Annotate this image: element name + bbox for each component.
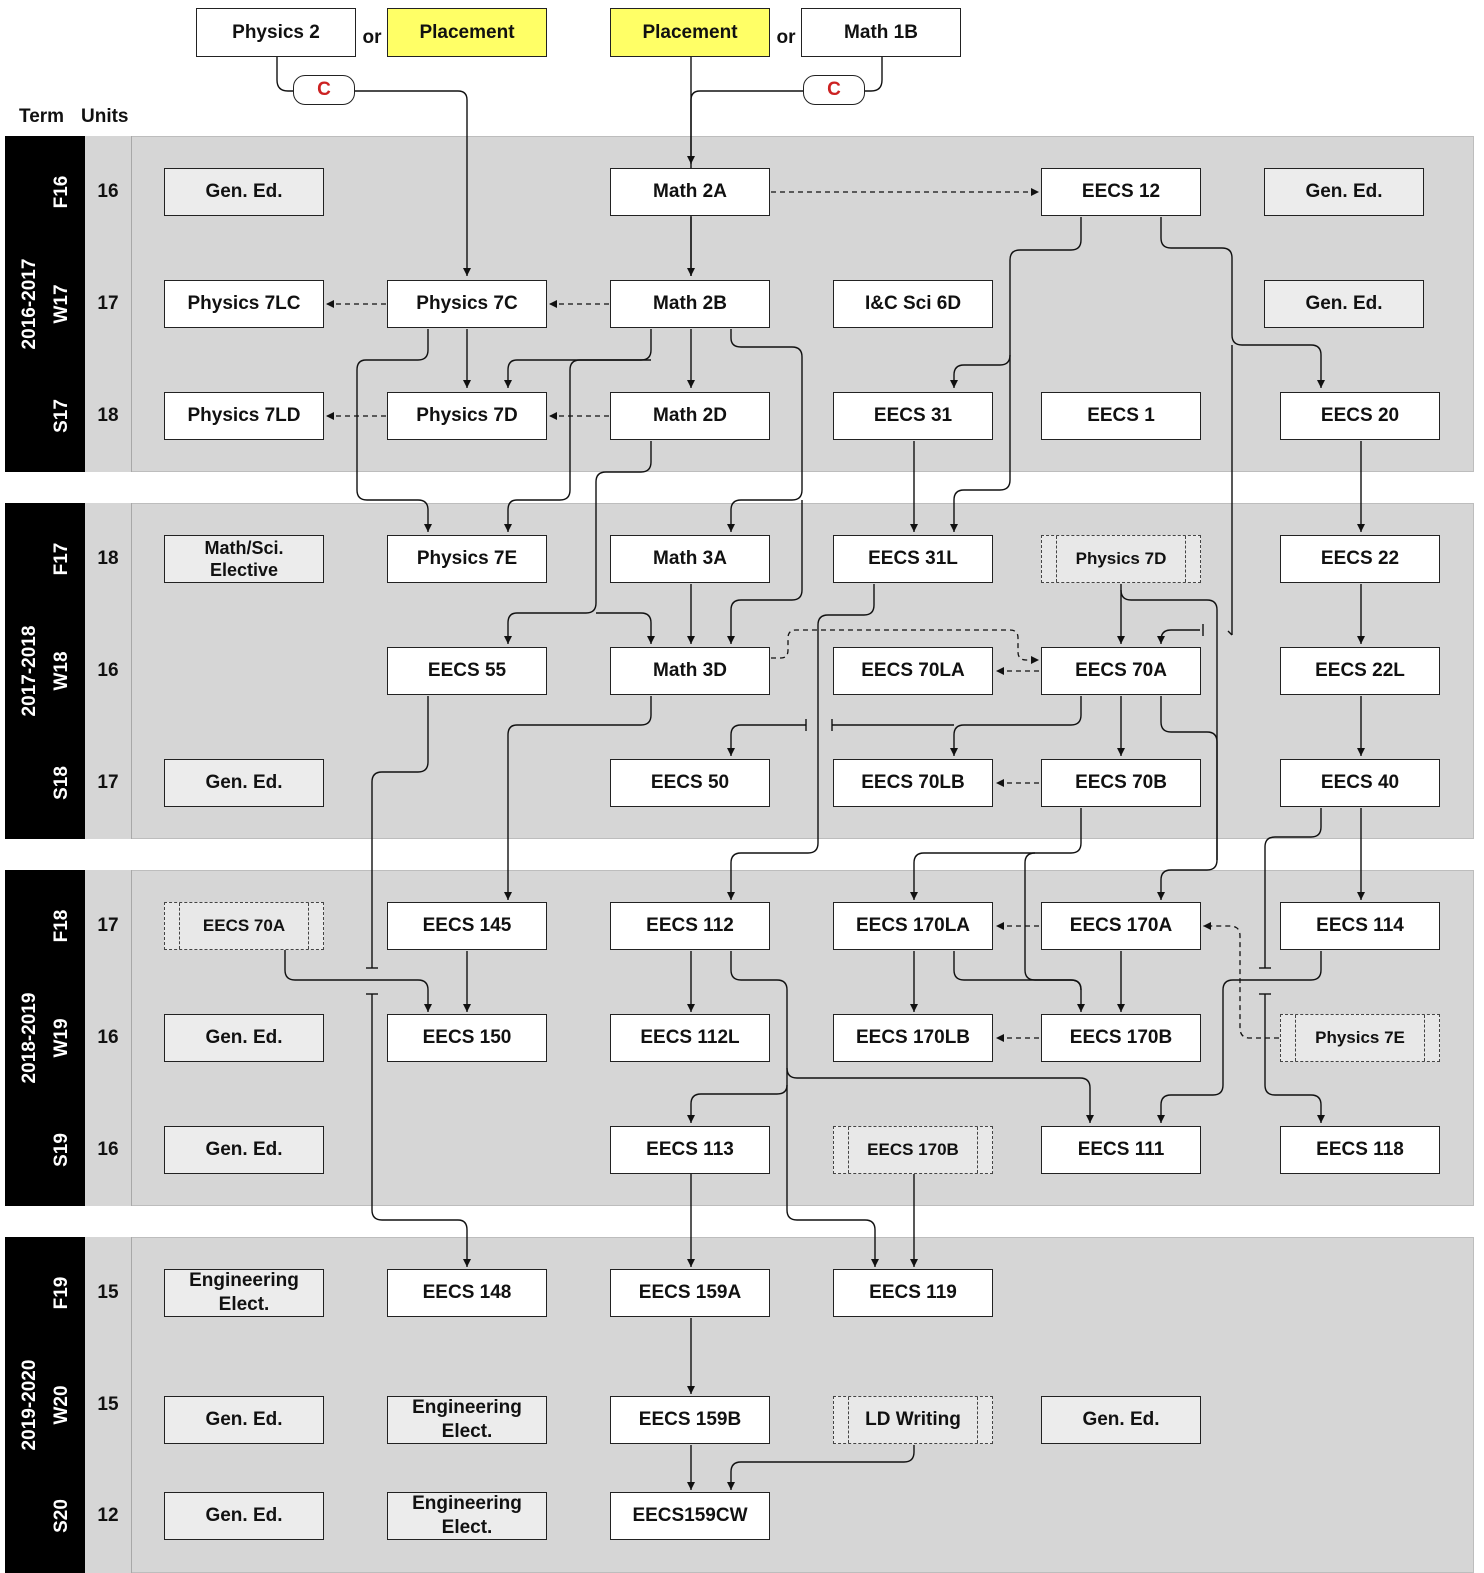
course-eecs-70a: EECS 70A (1041, 647, 1201, 695)
prereq-physics-2: Physics 2 (196, 8, 356, 57)
course-gen-ed: Gen. Ed. (1264, 168, 1424, 216)
course-physics-7d: Physics 7D (387, 392, 547, 440)
units-column-4 (85, 1237, 132, 1573)
year-bar-3 (5, 870, 85, 1206)
course-eecs-159a: EECS 159A (610, 1269, 770, 1317)
year-bar-4 (5, 1237, 85, 1573)
course-eecs-112: EECS 112 (610, 902, 770, 950)
course-eecs-150: EECS 150 (387, 1014, 547, 1062)
course-eecs-12: EECS 12 (1041, 168, 1201, 216)
course-eecs-114: EECS 114 (1280, 902, 1440, 950)
course-math-3d: Math 3D (610, 647, 770, 695)
course-eecs-170la: EECS 170LA (833, 902, 993, 950)
course-eecs-159b: EECS 159B (610, 1396, 770, 1444)
units-value: 16 (97, 660, 119, 681)
course-gen-ed: Gen. Ed. (164, 759, 324, 807)
course-ld-writing: LD Writing (833, 1396, 993, 1444)
units-value: 17 (97, 915, 119, 936)
course-eecs-55: EECS 55 (387, 647, 547, 695)
units-value: 17 (97, 772, 119, 793)
course-eecs-70lb: EECS 70LB (833, 759, 993, 807)
or-label: or (362, 27, 382, 48)
course-eecs-170b-concurrent: EECS 170B (833, 1126, 993, 1174)
course-eecs-170lb: EECS 170LB (833, 1014, 993, 1062)
units-value: 18 (97, 548, 119, 569)
units-value: 16 (97, 1027, 119, 1048)
course-eecs-118: EECS 118 (1280, 1126, 1440, 1174)
course-eecs-112l: EECS 112L (610, 1014, 770, 1062)
course-eecs-119: EECS 119 (833, 1269, 993, 1317)
units-column-1 (85, 136, 132, 472)
course-eecs-70la: EECS 70LA (833, 647, 993, 695)
year-band-4 (131, 1237, 1474, 1573)
units-value: 16 (97, 1139, 119, 1160)
course-physics-7c: Physics 7C (387, 280, 547, 328)
course-math-2b: Math 2B (610, 280, 770, 328)
units-value: 18 (97, 405, 119, 426)
course-gen-ed: Gen. Ed. (164, 1492, 324, 1540)
grade-c-label: C (803, 75, 865, 105)
course-math-2a: Math 2A (610, 168, 770, 216)
units-column-3 (85, 870, 132, 1206)
year-bar-2 (5, 503, 85, 839)
units-column-2 (85, 503, 132, 839)
course-eecs-31l: EECS 31L (833, 535, 993, 583)
course-eecs-22l: EECS 22L (1280, 647, 1440, 695)
course-physics-7e: Physics 7E (387, 535, 547, 583)
course-eecs-113: EECS 113 (610, 1126, 770, 1174)
units-value: 12 (97, 1505, 119, 1526)
course-physics-7e-concurrent: Physics 7E (1280, 1014, 1440, 1062)
course-physics-7lc: Physics 7LC (164, 280, 324, 328)
year-bar-1 (5, 136, 85, 472)
course-gen-ed: Gen. Ed. (1041, 1396, 1201, 1444)
course-gen-ed: Gen. Ed. (164, 1126, 324, 1174)
course-eecs-111: EECS 111 (1041, 1126, 1201, 1174)
units-value: 17 (97, 293, 119, 314)
units-header: Units (81, 106, 129, 127)
prereq-math-1b: Math 1B (801, 8, 961, 57)
course-gen-ed: Gen. Ed. (164, 168, 324, 216)
course-eecs-170b: EECS 170B (1041, 1014, 1201, 1062)
course-math-3a: Math 3A (610, 535, 770, 583)
course-engineering-elective: Engineering Elect. (164, 1269, 324, 1317)
course-eecs-159cw: EECS159CW (610, 1492, 770, 1540)
placement-box: Placement (387, 8, 547, 57)
course-physics-7ld: Physics 7LD (164, 392, 324, 440)
course-eecs-1: EECS 1 (1041, 392, 1201, 440)
course-gen-ed: Gen. Ed. (1264, 280, 1424, 328)
or-label: or (776, 27, 796, 48)
course-eecs-20: EECS 20 (1280, 392, 1440, 440)
course-engineering-elective: Engineering Elect. (387, 1396, 547, 1444)
course-eecs-145: EECS 145 (387, 902, 547, 950)
course-eecs-50: EECS 50 (610, 759, 770, 807)
course-math-2d: Math 2D (610, 392, 770, 440)
course-eecs-70a-concurrent: EECS 70A (164, 902, 324, 950)
course-eecs-40: EECS 40 (1280, 759, 1440, 807)
term-header: Term (19, 106, 65, 127)
units-value: 15 (97, 1394, 119, 1415)
course-gen-ed: Gen. Ed. (164, 1014, 324, 1062)
units-value: 16 (97, 181, 119, 202)
grade-c-label: C (293, 75, 355, 105)
course-eecs-70b: EECS 70B (1041, 759, 1201, 807)
course-engineering-elective: Engineering Elect. (387, 1492, 547, 1540)
course-math-sci-elective: Math/Sci. Elective (164, 535, 324, 583)
course-eecs-22: EECS 22 (1280, 535, 1440, 583)
course-eecs-31: EECS 31 (833, 392, 993, 440)
course-eecs-170a: EECS 170A (1041, 902, 1201, 950)
course-gen-ed: Gen. Ed. (164, 1396, 324, 1444)
course-ics-6d: I&C Sci 6D (833, 280, 993, 328)
course-eecs-148: EECS 148 (387, 1269, 547, 1317)
course-physics-7d-concurrent: Physics 7D (1041, 535, 1201, 583)
placement-box: Placement (610, 8, 770, 57)
units-value: 15 (97, 1282, 119, 1303)
